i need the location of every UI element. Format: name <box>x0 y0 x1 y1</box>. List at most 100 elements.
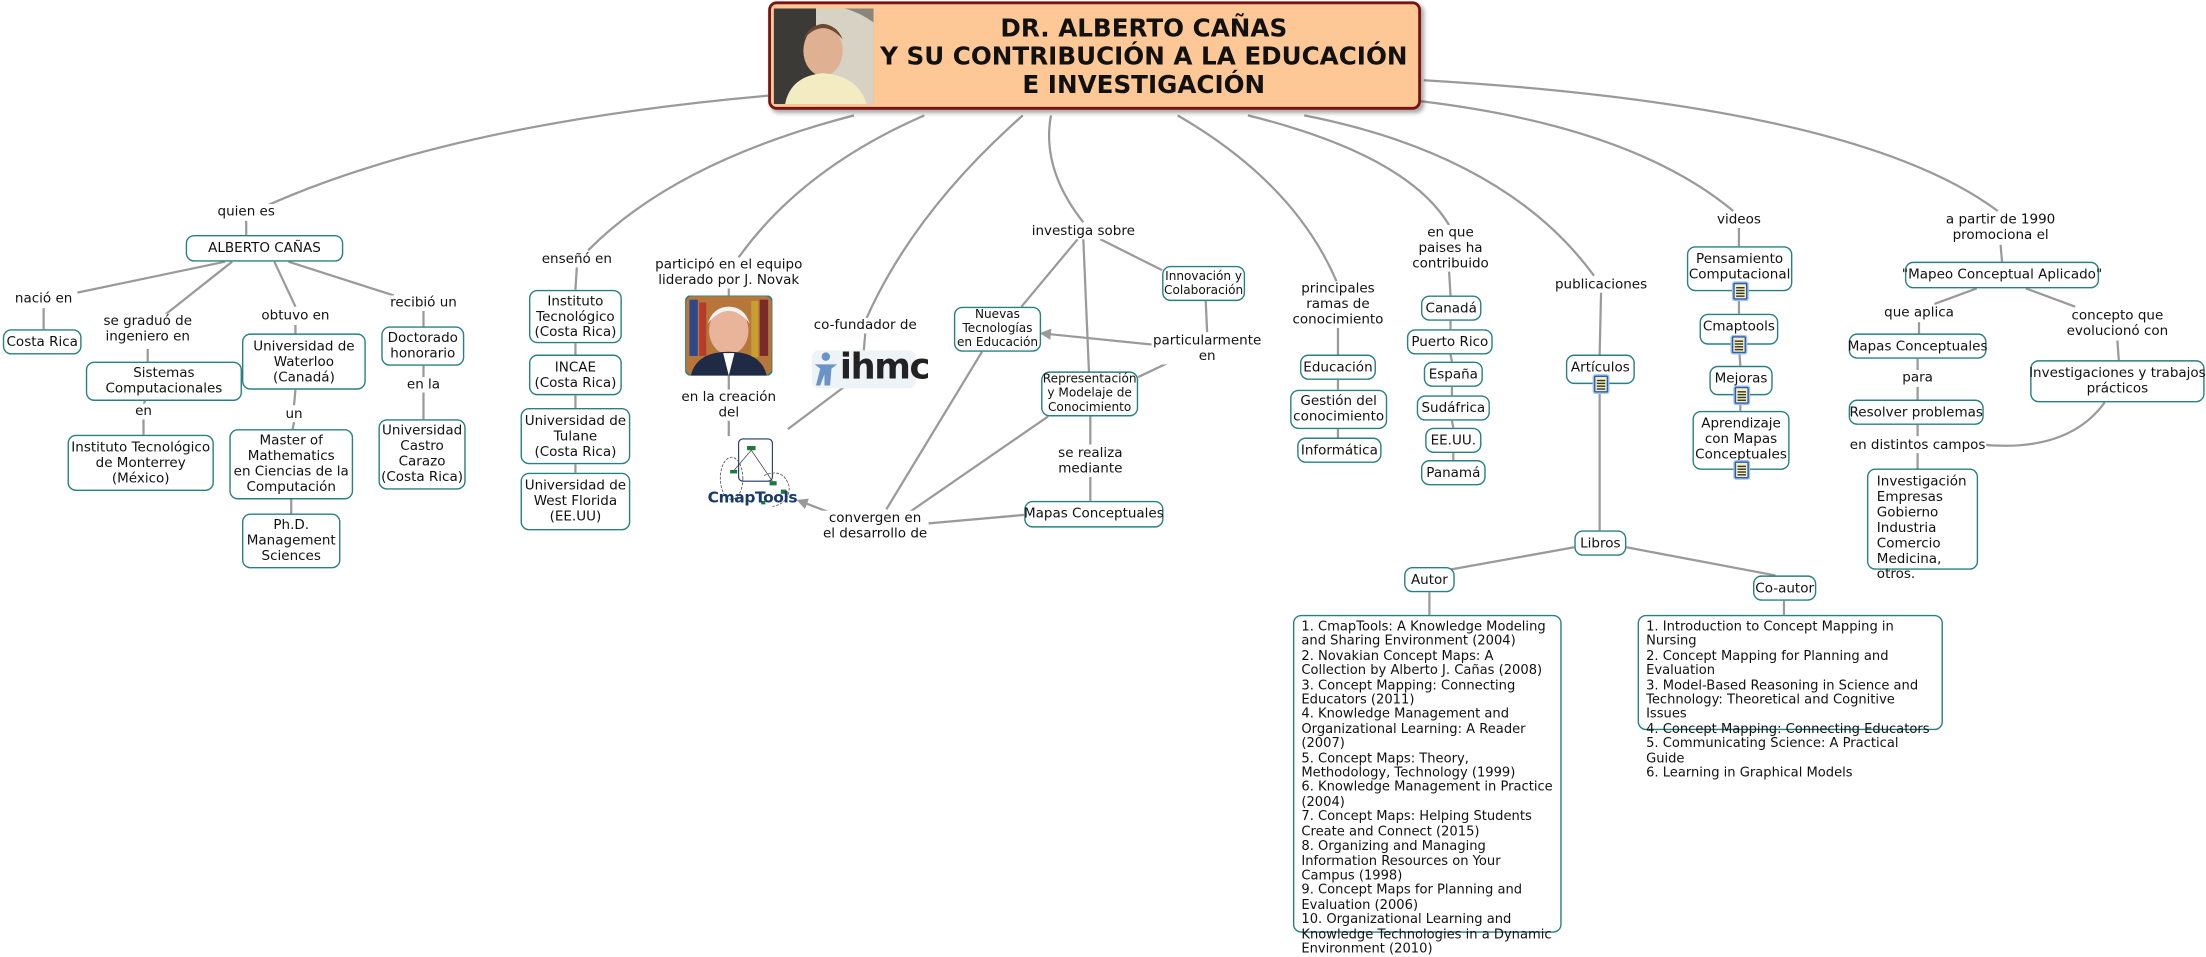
author-book-item: 2. Novakian Concept Maps: A Collection b… <box>1301 648 1543 679</box>
field-item: Medicina, otros. <box>1876 551 1942 583</box>
link-en-la: en la <box>405 377 442 393</box>
video-document-icon[interactable] <box>1734 461 1749 479</box>
link-creacion: en la creación del <box>680 389 778 421</box>
concept-autor[interactable]: Autor <box>1404 566 1455 593</box>
field-item: Industria <box>1876 520 1937 537</box>
concept-mapas-conceptuales-2[interactable]: Mapas Conceptuales <box>1848 333 1988 359</box>
coauthor-book-item: 5. Communicating Science: A Practical Gu… <box>1646 736 1899 767</box>
novak-photo <box>685 295 773 376</box>
field-item: Comercio <box>1876 536 1941 552</box>
concept-waterloo[interactable]: Universidad de Waterloo (Canadá) <box>241 333 366 390</box>
author-book-item: 5. Concept Maps: Theory, Methodology, Te… <box>1301 750 1516 781</box>
concept-tulane[interactable]: Universidad de Tulane (Costa Rica) <box>520 408 631 465</box>
author-book-item: 3. Concept Mapping: Connecting Educators… <box>1301 677 1516 708</box>
concept-nuevas-tecnologias[interactable]: Nuevas Tecnologías en Educación <box>953 306 1042 352</box>
concept-sudafrica[interactable]: Sudáfrica <box>1416 395 1490 421</box>
coauthor-book-item: 6. Learning in Graphical Models <box>1646 765 1853 781</box>
author-books-list[interactable]: 1. CmapTools: A Knowledge Modeling and S… <box>1292 614 1562 956</box>
ihmc-logo[interactable]: ihmc <box>811 346 930 389</box>
concept-mapas-conceptuales[interactable]: Mapas Conceptuales <box>1024 500 1164 528</box>
author-book-item: 6. Knowledge Management in Practice (200… <box>1301 780 1553 811</box>
concept-co-autor[interactable]: Co-autor <box>1752 575 1817 601</box>
field-item: Investigación <box>1876 474 1967 490</box>
link-concepto-evoluciono: concepto que evolucionó con <box>2065 308 2170 340</box>
concept-espana[interactable]: España <box>1423 361 1483 387</box>
concept-investigaciones-trabajos[interactable]: Investigaciones y trabajos prácticos <box>2029 360 2206 403</box>
concept-aprendizaje-mapas[interactable]: Aprendizaje con Mapas Conceptuales <box>1692 410 1790 479</box>
link-participo: participó en el equipo liderado por J. N… <box>653 257 804 289</box>
coauthor-book-item: 1. Introduction to Concept Mapping in Nu… <box>1646 619 1894 650</box>
coauthor-book-item: 4. Concept Mapping: Connecting Educators <box>1646 721 1930 737</box>
link-recibio-un: recibió un <box>388 295 459 311</box>
concept-articulos[interactable]: Artículos <box>1565 354 1635 393</box>
concept-master-mathematics[interactable]: Master of Mathematics en Ciencias de la … <box>229 429 354 500</box>
concept-gestion-conocimiento[interactable]: Gestión del conocimiento <box>1290 389 1388 430</box>
portrait-photo <box>773 8 874 105</box>
concept-mejoras[interactable]: Mejoras <box>1709 365 1773 404</box>
concept-doctorado-honorario[interactable]: Doctorado honorario <box>381 326 465 366</box>
concept-informatica[interactable]: Informática <box>1297 437 1382 463</box>
concept-educacion[interactable]: Educación <box>1299 354 1376 380</box>
concept-tec-monterrey[interactable]: Instituto Tecnológico de Monterrey (Méxi… <box>67 434 214 492</box>
concept-representacion[interactable]: Representación y Modelaje de Conocimient… <box>1041 371 1139 417</box>
concept-costa-rica[interactable]: Costa Rica <box>2 329 82 355</box>
video-document-icon[interactable] <box>1734 386 1749 404</box>
concept-puerto-rico[interactable]: Puerto Rico <box>1406 329 1493 355</box>
link-en: en <box>133 403 154 420</box>
concept-label: Cmaptools <box>1702 319 1775 335</box>
link-en-distintos-campos: en distintos campos <box>1848 437 1987 454</box>
link-convergen: convergen en el desarrollo de <box>821 510 929 542</box>
map-title-node[interactable]: DR. ALBERTO CAÑAS Y SU CONTRIBUCIÓN A LA… <box>768 1 1421 110</box>
link-co-fundador: co-fundador de <box>812 317 919 334</box>
map-title: DR. ALBERTO CAÑAS Y SU CONTRIBUCIÓN A LA… <box>880 15 1408 100</box>
author-book-item: 9. Concept Maps for Planning and Evaluat… <box>1301 882 1523 913</box>
cmaptools-logo-graphic <box>719 438 790 507</box>
concept-canada[interactable]: Canadá <box>1420 295 1482 321</box>
video-document-icon[interactable] <box>1732 282 1747 300</box>
concept-mapeo-conceptual-aplicado[interactable]: "Mapeo Conceptual Aplicado" <box>1902 261 2102 289</box>
concept-pensamiento-computacional[interactable]: Pensamiento Computacional <box>1686 246 1793 300</box>
link-enseno-en: enseñó en <box>540 251 614 268</box>
concept-phd[interactable]: Ph.D. Management Sciences <box>241 513 341 569</box>
coauthor-books-list[interactable]: 1. Introduction to Concept Mapping in Nu… <box>1637 614 1943 781</box>
link-principales-ramas: principales ramas de conocimiento <box>1291 281 1385 328</box>
link-publicaciones: publicaciones <box>1553 277 1649 293</box>
concept-tec-costa-rica[interactable]: Instituto Tecnológico (Costa Rica) <box>528 289 622 344</box>
author-book-item: 7. Concept Maps: Helping Students Create… <box>1301 809 1532 840</box>
link-a-partir-1990: a partir de 1990 promociona el <box>1944 212 2057 244</box>
author-book-item: 10. Organizational Learning and Knowledg… <box>1301 911 1552 957</box>
concept-sistemas-computacionales[interactable]: Sistemas Computacionales <box>85 361 242 401</box>
link-se-realiza: se realiza mediante <box>1056 445 1124 477</box>
coauthor-book-item: 2. Concept Mapping for Planning and Eval… <box>1646 648 1889 679</box>
concept-resolver-problemas[interactable]: Resolver problemas <box>1848 399 1984 425</box>
cmaptools-logo-text: CmapTools <box>707 488 798 507</box>
field-item: Gobierno <box>1876 505 1939 521</box>
cmaptools-logo[interactable]: CmapTools <box>707 436 823 509</box>
concept-label: Pensamiento Computacional <box>1688 251 1791 283</box>
concept-alberto-canas[interactable]: ALBERTO CAÑAS <box>185 234 344 262</box>
fields-list[interactable]: Investigación Empresas Gobierno Industri… <box>1866 468 1979 582</box>
concept-cmaptools-video[interactable]: Cmaptools <box>1699 313 1779 354</box>
link-obtuvo-en: obtuvo en <box>260 308 331 324</box>
concept-label: Aprendizaje con Mapas Conceptuales <box>1695 416 1787 463</box>
concept-innovacion[interactable]: Innovación y Colaboración <box>1162 265 1246 302</box>
link-investiga-sobre: investiga sobre <box>1030 223 1137 240</box>
author-book-item: 1. CmapTools: A Knowledge Modeling and S… <box>1301 619 1546 650</box>
concept-west-florida[interactable]: Universidad de West Florida (EE.UU) <box>520 472 631 531</box>
link-para: para <box>1900 370 1935 386</box>
ihmc-logo-text: ihmc <box>839 346 930 387</box>
document-icon[interactable] <box>1593 375 1608 393</box>
link-que-aplica: que aplica <box>1882 305 1956 321</box>
concept-incae[interactable]: INCAE (Costa Rica) <box>528 354 622 396</box>
concept-castro-carazo[interactable]: Universidad Castro Carazo (Costa Rica) <box>378 419 466 490</box>
concept-label: Mejoras <box>1714 371 1768 387</box>
concept-libros[interactable]: Libros <box>1574 530 1627 556</box>
concept-panama[interactable]: Panamá <box>1420 460 1486 486</box>
concept-eeuu[interactable]: EE.UU. <box>1425 427 1482 454</box>
person-icon <box>814 352 838 386</box>
link-paises: en que paises ha contribuido <box>1410 225 1491 272</box>
video-document-icon[interactable] <box>1731 336 1746 354</box>
link-se-graduo: se graduó de ingeniero en <box>102 313 194 345</box>
field-item: Empresas <box>1876 489 1943 506</box>
